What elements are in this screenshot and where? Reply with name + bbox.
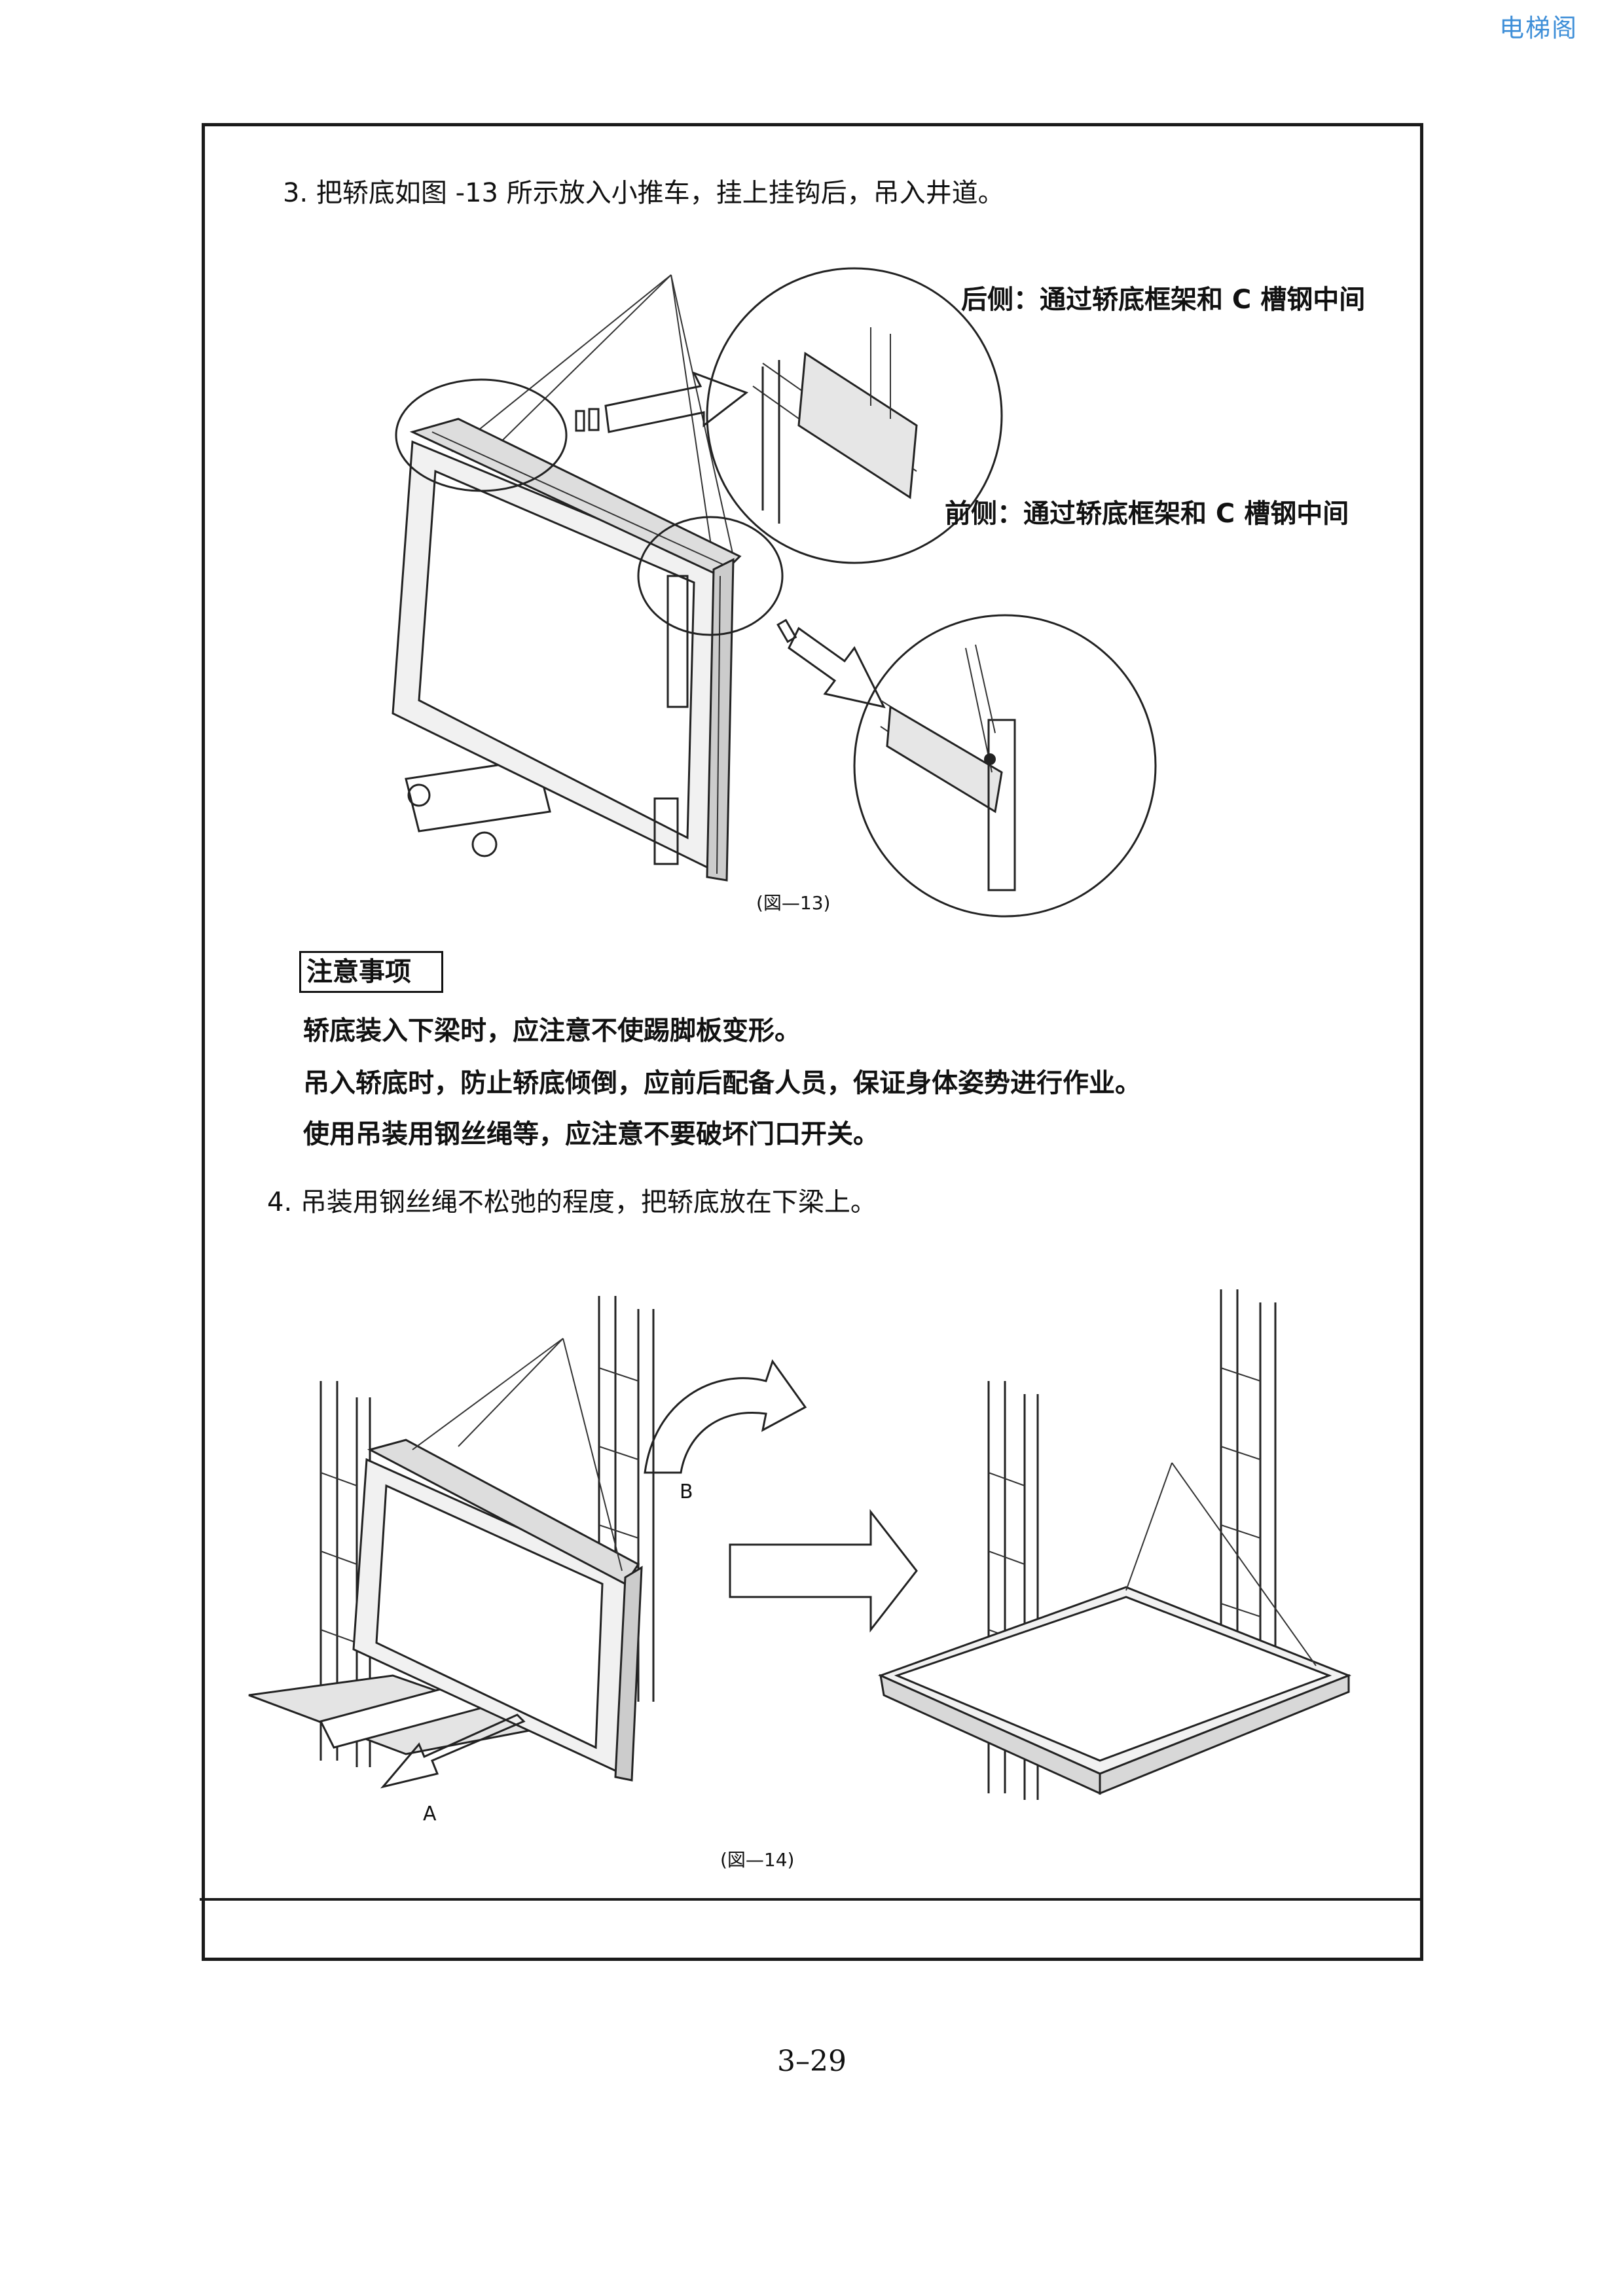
figure-14-caption: (図—14) [720,1849,795,1871]
step-3-text: 3. 把轿底如图 -13 所示放入小推车，挂上挂钩后，吊入井道。 [283,178,1004,208]
step-4-text: 4. 吊装用钢丝绳不松弛的程度，把轿底放在下梁上。 [267,1187,877,1217]
figure-13-illustration [392,267,1157,918]
watermark: 电梯阁 [1499,14,1578,43]
figure-14-label-a: A [423,1803,437,1825]
note-item-2: 吊入轿底时，防止轿底倾倒，应前后配备人员，保证身体姿势进行作业。 [303,1068,1141,1098]
figure-14-illustration [248,1289,1352,1800]
page-number: 3–29 [777,2045,847,2078]
note-item-3: 使用吊装用钢丝绳等，应注意不要破坏门口开关。 [303,1119,879,1149]
note-item-1: 轿底装入下梁时，应注意不使踢脚板变形。 [303,1016,801,1046]
figure-13-label-rear: 后侧：通过轿底框架和 C 槽钢中间 [961,285,1366,315]
figure-13-label-front: 前侧：通过轿底框架和 C 槽钢中间 [945,499,1349,529]
content-frame [202,123,1423,1961]
footer-rule [200,1898,1423,1901]
figure-14-label-b: B [680,1480,693,1503]
figure-13-caption: (図—13) [756,892,831,914]
notes-title: 注意事项 [299,951,443,993]
